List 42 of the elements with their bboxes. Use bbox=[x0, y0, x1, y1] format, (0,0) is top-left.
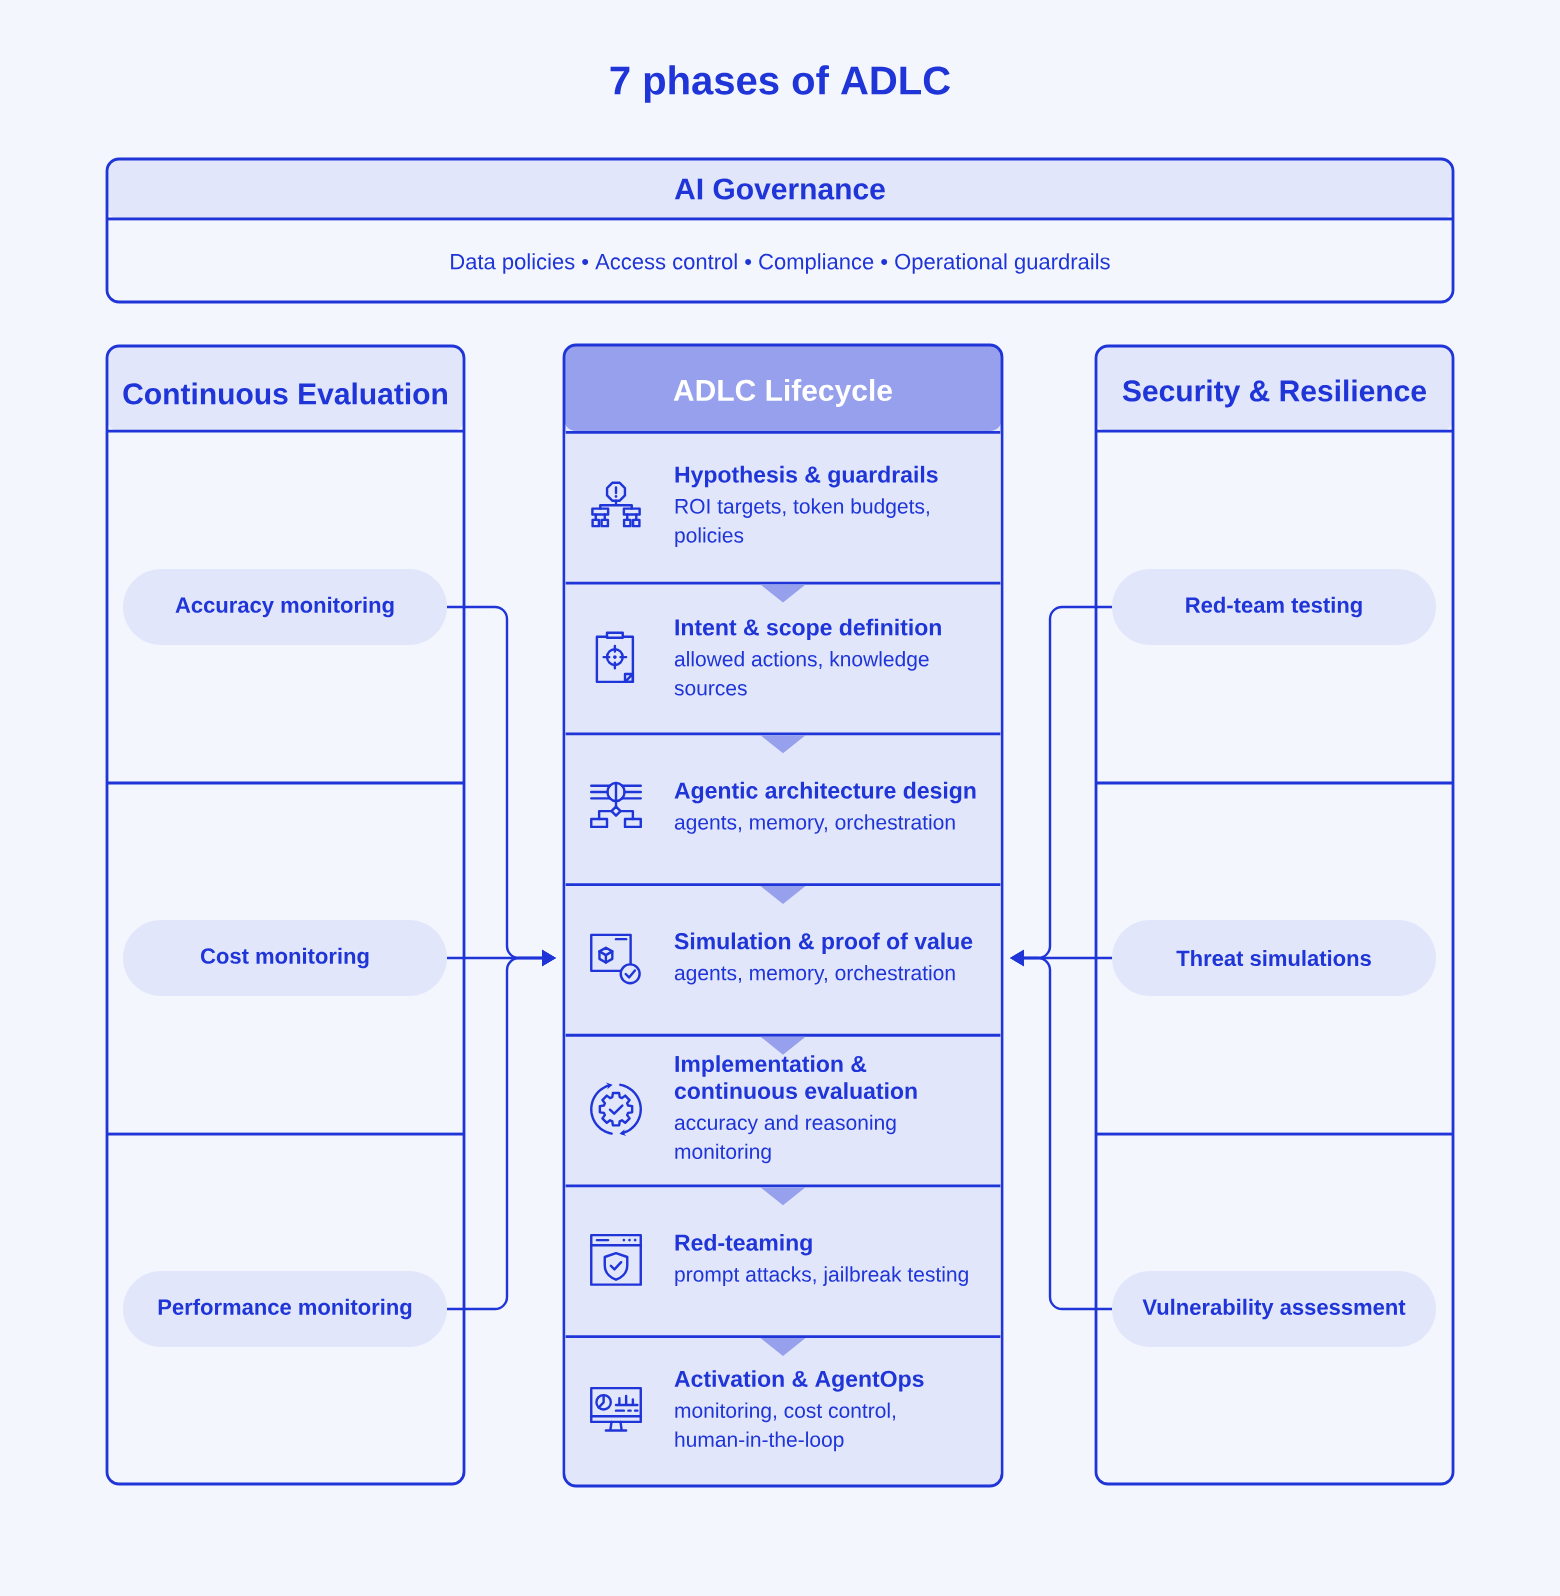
pill: Red-team testing bbox=[1112, 569, 1436, 645]
phase-description: ROI targets, token budgets, policies bbox=[675, 498, 929, 547]
phase-row bbox=[565, 431, 1001, 582]
phase-row bbox=[565, 581, 1001, 733]
chevron-arrow bbox=[760, 1187, 806, 1206]
chevron-arrow bbox=[760, 885, 806, 904]
phase-row bbox=[565, 1033, 1001, 1185]
phase-description: accuracy and reasoning monitoring bbox=[674, 1114, 896, 1164]
pill: Cost monitoring bbox=[123, 920, 447, 996]
phase-title: Simulation & proof of value bbox=[674, 932, 973, 954]
phase-description: agents, memory, orchestration bbox=[674, 964, 955, 985]
phase-title: Red-teaming bbox=[675, 1233, 812, 1256]
phase-description: agents, memory, orchestration bbox=[674, 814, 955, 834]
chevron-arrow bbox=[760, 1338, 806, 1357]
phase-description: monitoring, cost control, human-in-the-loop bbox=[675, 1402, 895, 1452]
pill: Accuracy monitoring bbox=[123, 569, 447, 645]
phase-title: Intent & scope definition bbox=[675, 618, 941, 641]
column-panel bbox=[105, 344, 466, 1486]
chevron-arrow bbox=[760, 735, 806, 754]
column-heading: Security & Resilience bbox=[1122, 379, 1426, 408]
column-panel bbox=[1094, 344, 1455, 1486]
phase-description: allowed actions, knowledge sources bbox=[674, 651, 929, 696]
chevron-arrow bbox=[760, 584, 806, 603]
phase-title: Agentic architecture design bbox=[674, 781, 976, 804]
phase-row bbox=[565, 732, 1001, 884]
phase-row bbox=[565, 1335, 1001, 1474]
pill: Vulnerability assessment bbox=[1112, 1271, 1436, 1347]
phase-title: Implementation & continuous evaluation bbox=[674, 1055, 917, 1100]
panel-heading: AI Governance bbox=[674, 178, 885, 200]
title: 7 phases of ADLC bbox=[610, 65, 950, 103]
panel bbox=[105, 157, 1455, 304]
phase-row bbox=[565, 883, 1001, 1034]
chevron-arrow bbox=[760, 1036, 806, 1055]
column-heading: ADLC Lifecycle bbox=[673, 379, 892, 407]
phase-description: prompt attacks, jailbreak testing bbox=[675, 1266, 968, 1286]
pill: Threat simulations bbox=[1112, 920, 1436, 996]
policy-list: Data policies • Access control • Compliance • Operational guardrails bbox=[451, 253, 1110, 274]
column-heading: Continuous Evaluation bbox=[123, 382, 447, 405]
phase-title: Hypothesis & guardrails bbox=[675, 465, 938, 488]
phase-title: Activation & AgentOps bbox=[674, 1370, 924, 1392]
phase-row bbox=[565, 1184, 1001, 1336]
pill: Performance monitoring bbox=[123, 1271, 447, 1347]
